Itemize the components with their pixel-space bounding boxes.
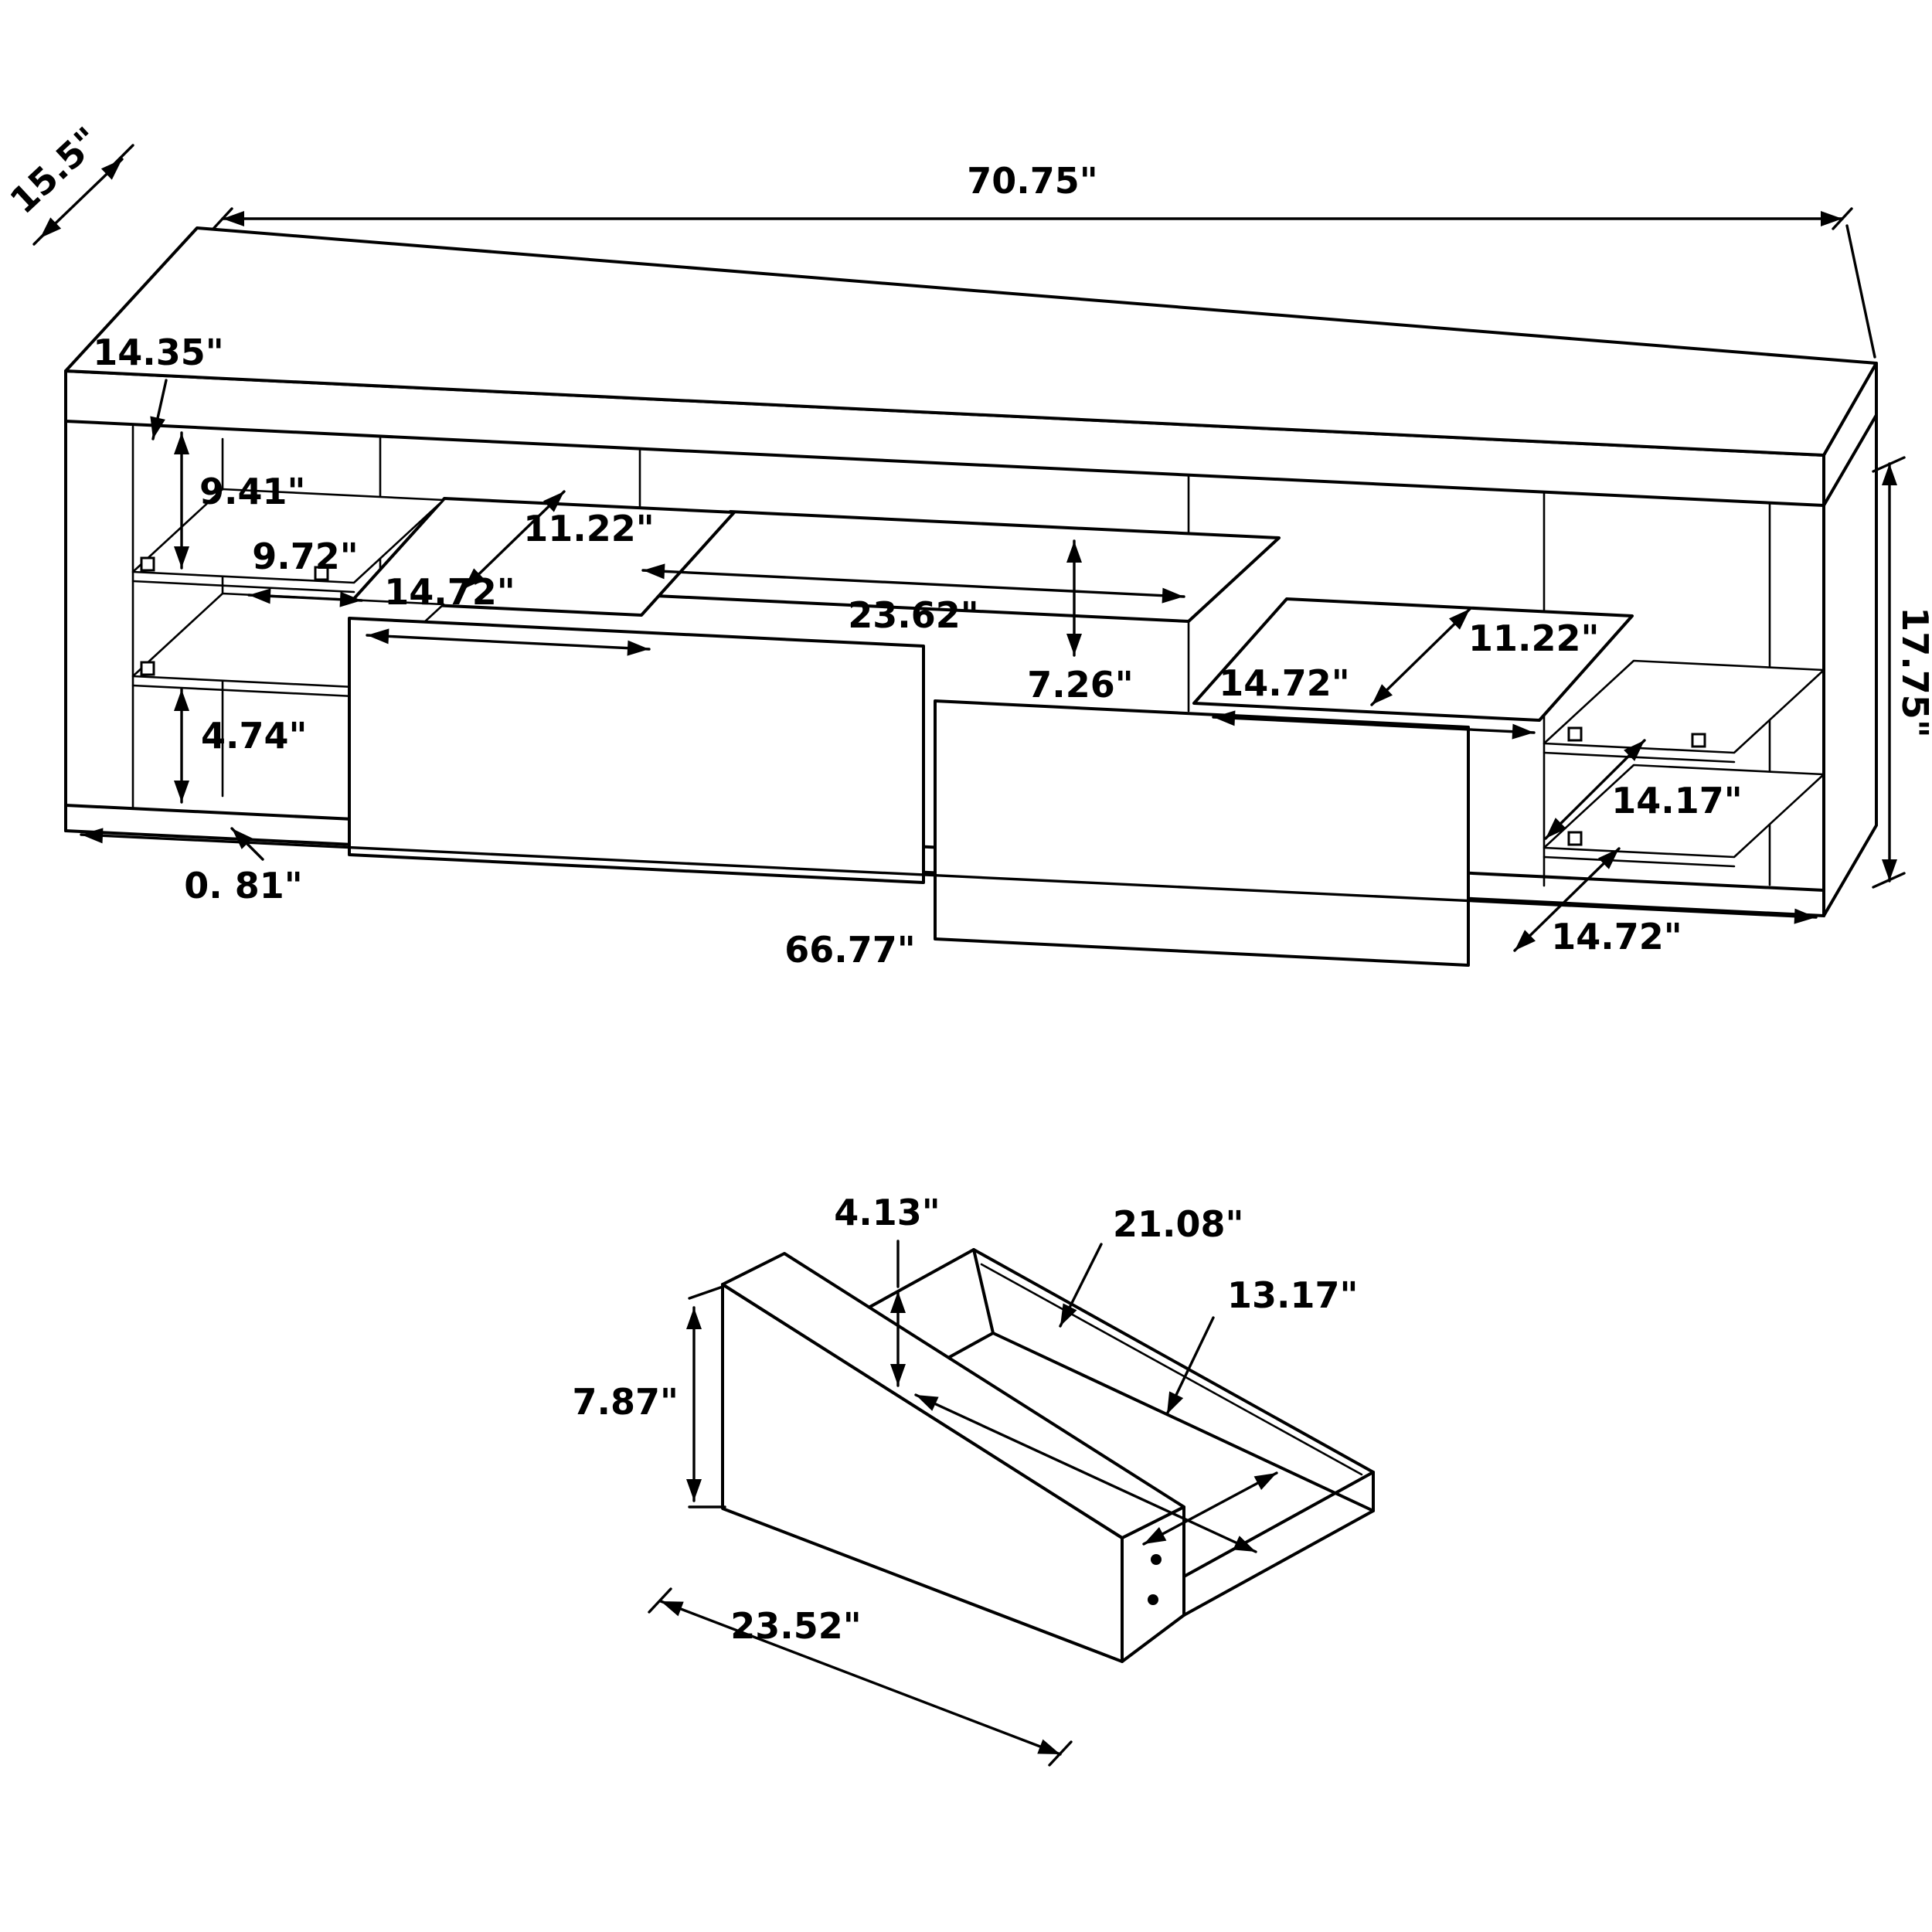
dim-interior-length-leader (1059, 1243, 1103, 1328)
wall-height-label: 4.13" (834, 1192, 940, 1233)
dim-right-cubby-depth-line (1370, 607, 1471, 706)
height-label: 17.75" (1894, 607, 1932, 737)
dim-left-opening-depth-leader (150, 379, 168, 440)
middle-shelf-width-label: 23.62" (848, 594, 978, 636)
depth-label: 15.5" (2, 119, 107, 222)
dim-front-width-line (659, 1600, 1062, 1756)
right-shelf-depth-label: 14.17" (1611, 780, 1742, 821)
extension-line (1845, 224, 1876, 359)
dim-right-shelf-depth-line (1544, 739, 1646, 840)
shelf-clip (1567, 726, 1583, 742)
shelf-clip (314, 566, 329, 581)
front-width-label: 23.52" (730, 1605, 861, 1647)
dim-left-cubby-width-line (366, 628, 651, 656)
dim-middle-shelf-width-line (641, 563, 1185, 604)
left-glass-shelf-lower-edge (131, 684, 355, 698)
interior-depth-label: 13.17" (1227, 1274, 1358, 1316)
interior-width-label: 66.77" (784, 929, 915, 971)
right-glass-shelf-lower-edge (1543, 855, 1736, 868)
left-cubby-width-label: 14.72" (384, 571, 515, 613)
right-cubby-depth-label: 11.22" (1468, 617, 1599, 659)
tick (32, 223, 56, 246)
left-cubby-depth-label: 11.22" (523, 508, 654, 549)
base-thickness-label: 0. 81" (184, 865, 302, 906)
interior-length-label: 21.08" (1113, 1203, 1243, 1245)
right-glass-shelf-upper (1543, 659, 1825, 754)
middle-opening-height-label: 7.26" (1027, 664, 1133, 706)
shelf-clip (140, 556, 155, 572)
left-opening-depth-label: 14.35" (93, 332, 223, 373)
drawer-view: 4.13" 21.08" 13.17" 7.87" 23.52" (573, 1192, 1375, 1767)
right-lower-width-label: 14.72" (1551, 916, 1682, 957)
dim-left-cubby-depth-line (462, 490, 566, 590)
dim-interior-depth-line (1142, 1471, 1278, 1546)
screw-dot (1151, 1554, 1162, 1565)
tick (1872, 872, 1906, 889)
drawer-2-front (934, 699, 1470, 967)
left-glass-shelf-upper (131, 488, 445, 584)
right-cubby-width-label: 14.72" (1219, 662, 1349, 704)
left-glass-shelf-upper-edge (131, 580, 355, 594)
drawer-corner-back-left (972, 1248, 995, 1335)
front-height-label: 7.87" (573, 1381, 679, 1423)
dim-left-opening-width-line (247, 588, 363, 607)
drawer-back-wall-inner-edge (980, 1263, 1363, 1476)
tick (1872, 456, 1906, 473)
shelf-clip (140, 661, 155, 676)
extension-line (688, 1284, 726, 1300)
tick (1832, 207, 1853, 230)
right-panel-back-edges (1822, 413, 1878, 917)
drawer-rim (783, 1248, 1375, 1578)
dim-right-lower-width-line (1513, 847, 1621, 952)
dim-interior-depth-leader (1165, 1316, 1215, 1416)
shelf-clip (1691, 733, 1706, 748)
width-label: 70.75" (967, 160, 1097, 202)
dim-right-cubby-width-line (1212, 710, 1536, 740)
tv-stand-view: 15.5" 70.75" 14.35" 9.41" 9.72" 11.22" 1… (2, 119, 1932, 971)
screw-dot (1148, 1594, 1158, 1605)
tick (1048, 1740, 1073, 1767)
tick (212, 207, 233, 230)
drawer-1-front (348, 617, 925, 884)
tick (111, 144, 134, 167)
left-lower-height-label: 4.74" (201, 715, 307, 757)
left-opening-width-label: 9.72" (252, 536, 358, 577)
right-glass-shelf-upper-edge (1543, 751, 1736, 764)
tick (648, 1587, 672, 1614)
left-upper-height-label: 9.41" (199, 471, 305, 512)
shelf-clip (1567, 831, 1583, 846)
